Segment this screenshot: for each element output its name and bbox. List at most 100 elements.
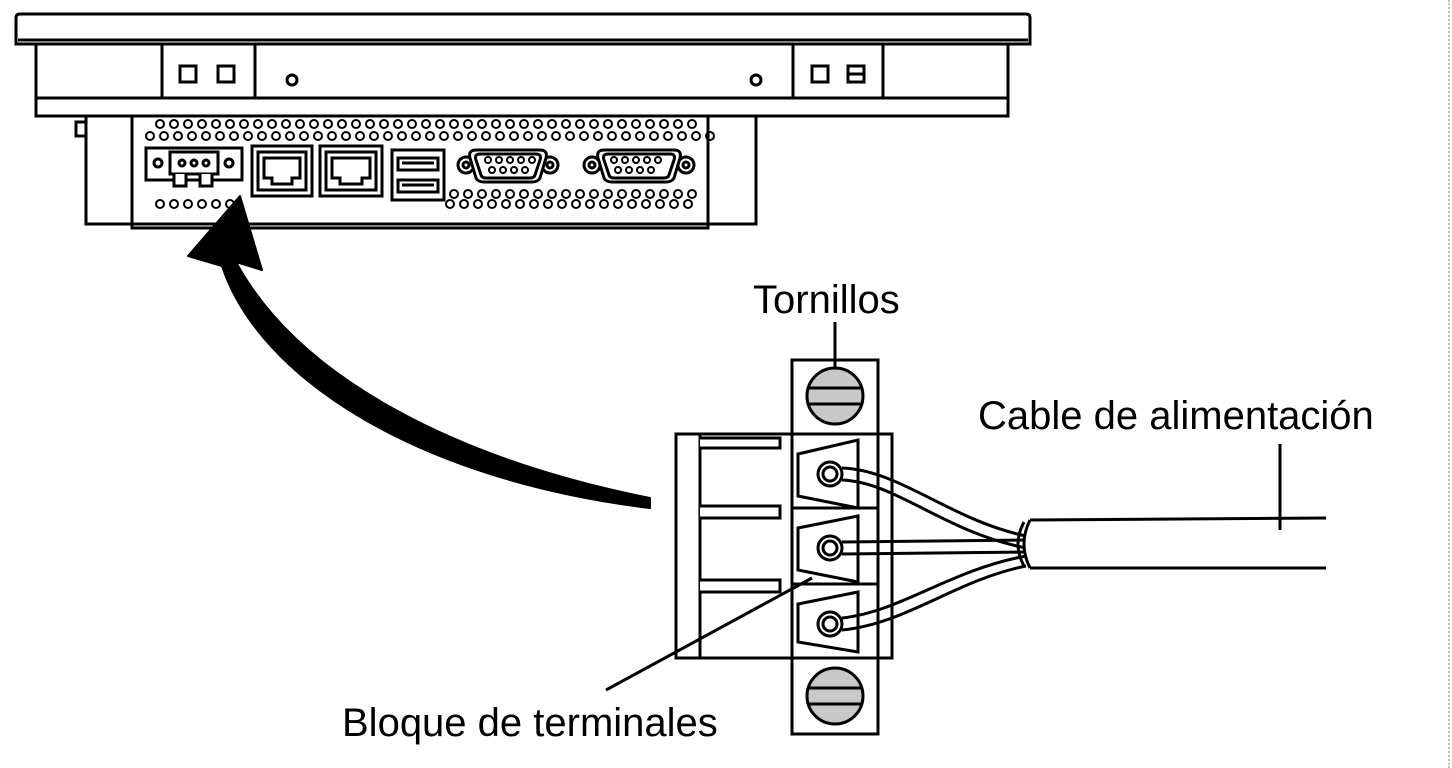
vent-hole bbox=[351, 119, 361, 129]
vent-hole bbox=[501, 199, 511, 209]
vent-hole bbox=[509, 131, 519, 141]
serial-pin bbox=[610, 156, 618, 164]
vent-hole bbox=[477, 189, 487, 199]
vent-hole bbox=[659, 189, 669, 199]
vent-hole bbox=[295, 119, 305, 129]
vent-hole bbox=[641, 199, 651, 209]
vent-hole bbox=[155, 199, 165, 209]
block-leader bbox=[605, 576, 813, 692]
vent-hole bbox=[635, 131, 645, 141]
power-cable bbox=[841, 466, 1327, 632]
usb-port-icon bbox=[390, 148, 446, 202]
vent-hole bbox=[159, 131, 169, 141]
vent-hole bbox=[271, 131, 281, 141]
vent-hole bbox=[183, 199, 193, 209]
vent-hole bbox=[607, 131, 617, 141]
vent-hole bbox=[673, 119, 683, 129]
vent-hole bbox=[571, 199, 581, 209]
vent-hole bbox=[533, 189, 543, 199]
vent-hole bbox=[229, 131, 239, 141]
vent-hole bbox=[327, 131, 337, 141]
vent-hole bbox=[425, 131, 435, 141]
panel-housing bbox=[34, 42, 1010, 118]
vent-hole bbox=[309, 119, 319, 129]
serial-pin bbox=[654, 156, 662, 164]
slotted-screw-icon bbox=[805, 666, 865, 726]
vent-hole bbox=[533, 119, 543, 129]
screws-label: Tornillos bbox=[753, 278, 900, 322]
ethernet-port-icon bbox=[318, 144, 384, 198]
vent-hole bbox=[285, 131, 295, 141]
power-receptacle bbox=[144, 146, 244, 188]
vent-hole bbox=[655, 199, 665, 209]
vent-hole bbox=[169, 119, 179, 129]
vent-hole bbox=[519, 189, 529, 199]
vent-hole bbox=[355, 131, 365, 141]
vent-hole bbox=[547, 189, 557, 199]
vent-hole bbox=[599, 199, 609, 209]
vent-hole bbox=[383, 131, 393, 141]
vent-hole bbox=[579, 131, 589, 141]
vent-hole bbox=[449, 189, 459, 199]
vent-hole bbox=[211, 199, 221, 209]
vent-hole bbox=[645, 189, 655, 199]
serial-pin bbox=[636, 166, 644, 174]
vent-hole bbox=[677, 131, 687, 141]
serial-pin bbox=[499, 166, 507, 174]
vent-hole bbox=[435, 119, 445, 129]
serial-pin bbox=[506, 156, 514, 164]
terminal-slot bbox=[796, 514, 860, 584]
serial-pin bbox=[643, 156, 651, 164]
vent-hole bbox=[543, 199, 553, 209]
vent-hole bbox=[459, 199, 469, 209]
panel-ports bbox=[144, 144, 696, 202]
vent-hole bbox=[187, 131, 197, 141]
vent-hole bbox=[365, 119, 375, 129]
vent-hole bbox=[201, 131, 211, 141]
ethernet-port-icon bbox=[250, 144, 314, 198]
terminal-block-label: Bloque de terminales bbox=[342, 701, 718, 745]
latch-icon bbox=[810, 64, 830, 84]
panel-bezel bbox=[14, 12, 1032, 46]
vent-hole bbox=[585, 199, 595, 209]
vent-hole bbox=[225, 119, 235, 129]
vent-hole bbox=[397, 131, 407, 141]
vent-hole bbox=[557, 199, 567, 209]
serial-pin bbox=[495, 156, 503, 164]
vent-hole bbox=[421, 119, 431, 129]
serial-pins bbox=[484, 156, 662, 174]
serial-pin bbox=[614, 166, 622, 174]
vent-hole bbox=[477, 119, 487, 129]
vent-hole bbox=[617, 119, 627, 129]
mount-hole-icon bbox=[285, 73, 299, 87]
vent-hole bbox=[407, 119, 417, 129]
vent-hole bbox=[645, 119, 655, 129]
vent-hole bbox=[589, 189, 599, 199]
curved-arrow-icon bbox=[187, 195, 651, 509]
latch-icon bbox=[216, 64, 236, 84]
vent-hole bbox=[197, 199, 207, 209]
serial-pin bbox=[484, 156, 492, 164]
serial-pin bbox=[647, 166, 655, 174]
vent-hole bbox=[439, 131, 449, 141]
vent-hole bbox=[575, 189, 585, 199]
vent-hole bbox=[529, 199, 539, 209]
vent-hole bbox=[323, 119, 333, 129]
vent-hole bbox=[379, 119, 389, 129]
vent-hole bbox=[313, 131, 323, 141]
terminal-block bbox=[674, 358, 894, 736]
vent-hole bbox=[561, 189, 571, 199]
serial-pin bbox=[632, 156, 640, 164]
vent-hole bbox=[673, 189, 683, 199]
vent-hole bbox=[691, 131, 701, 141]
vent-hole bbox=[495, 131, 505, 141]
vent-hole bbox=[627, 199, 637, 209]
vent-hole bbox=[215, 131, 225, 141]
vent-hole bbox=[463, 189, 473, 199]
vent-hole bbox=[631, 189, 641, 199]
serial-pin bbox=[488, 166, 496, 174]
latch-icon bbox=[178, 64, 198, 84]
serial-pin bbox=[510, 166, 518, 174]
vent-hole bbox=[281, 119, 291, 129]
vent-hole bbox=[169, 199, 179, 209]
